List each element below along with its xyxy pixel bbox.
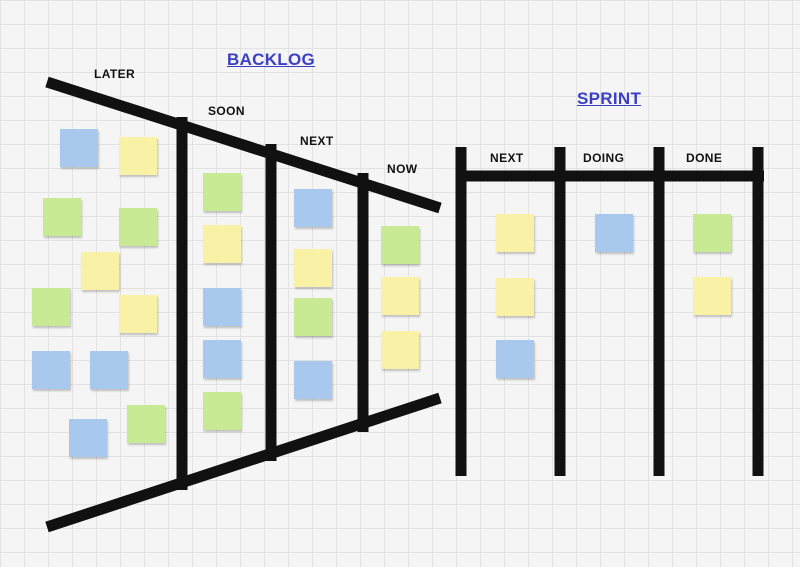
funnel-top-line	[45, 76, 442, 214]
sticky-note[interactable]	[32, 351, 70, 389]
sticky-note[interactable]	[294, 189, 332, 227]
sticky-note[interactable]	[595, 214, 633, 252]
sticky-note[interactable]	[81, 252, 119, 290]
sticky-note[interactable]	[381, 226, 419, 264]
sticky-note[interactable]	[32, 288, 70, 326]
sticky-note[interactable]	[90, 351, 128, 389]
sprint-label-done: DONE	[686, 151, 723, 165]
sprint-label-next: NEXT	[490, 151, 524, 165]
sticky-note[interactable]	[127, 405, 165, 443]
sticky-note[interactable]	[294, 361, 332, 399]
sticky-note[interactable]	[294, 249, 332, 287]
sticky-note[interactable]	[43, 198, 81, 236]
funnel-bottom-line	[45, 392, 442, 533]
sticky-note[interactable]	[119, 208, 157, 246]
sticky-note[interactable]	[496, 214, 534, 252]
backlog-title: BACKLOG	[227, 50, 316, 69]
sticky-note[interactable]	[119, 137, 157, 175]
column-label-now: NOW	[387, 162, 418, 176]
column-label-soon: SOON	[208, 104, 245, 118]
sticky-note[interactable]	[693, 214, 731, 252]
sticky-note[interactable]	[496, 340, 534, 378]
sticky-note[interactable]	[203, 173, 241, 211]
sticky-note[interactable]	[119, 295, 157, 333]
column-label-next: NEXT	[300, 134, 334, 148]
column-label-later: LATER	[94, 67, 136, 81]
sprint-title: SPRINT	[577, 89, 642, 108]
sticky-note[interactable]	[69, 419, 107, 457]
sticky-note[interactable]	[294, 298, 332, 336]
sticky-note[interactable]	[203, 288, 241, 326]
sprint-label-doing: DOING	[583, 151, 625, 165]
sticky-note[interactable]	[693, 277, 731, 315]
sticky-note[interactable]	[203, 225, 241, 263]
sticky-note[interactable]	[60, 129, 98, 167]
sticky-note[interactable]	[496, 278, 534, 316]
sticky-note[interactable]	[203, 392, 241, 430]
sticky-note[interactable]	[203, 340, 241, 378]
sticky-note[interactable]	[381, 331, 419, 369]
sticky-note[interactable]	[381, 277, 419, 315]
